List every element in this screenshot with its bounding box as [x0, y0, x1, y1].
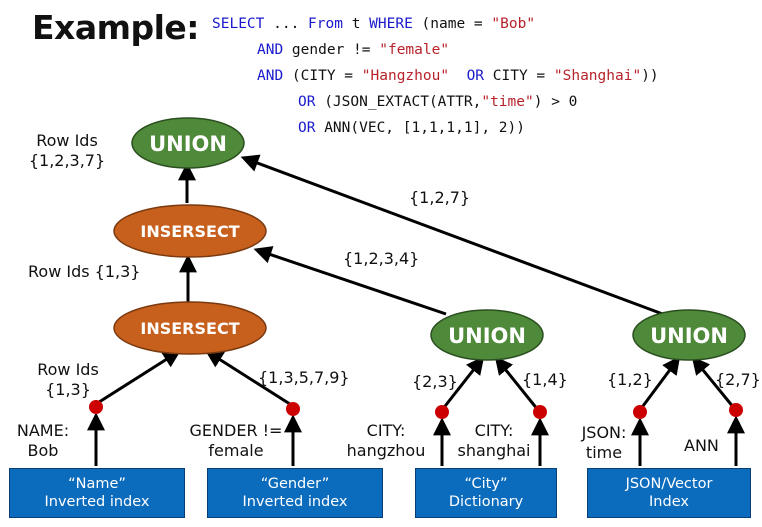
sql-keyword: OR [298, 120, 316, 136]
edge-sh-dot-to-union-city [494, 356, 540, 411]
sql-keyword: WHERE [369, 16, 413, 32]
index-box-city-line2: Dictionary [448, 494, 524, 510]
sql-text: t [342, 16, 370, 32]
sql-text: (JSON_EXTACT(ATTR, [315, 94, 482, 110]
leaf-ann-label: ANN [684, 436, 719, 455]
rowids-top-label: Row Ids {1,2,3,7} [22, 131, 112, 171]
node-union-json: UNION [632, 309, 746, 361]
node-intersect-bottom-label: INSERSECT [140, 319, 239, 338]
sql-text: (CITY = [283, 68, 362, 84]
sql-string: "Shanghai" [553, 68, 642, 84]
leaf-json-line2: time [585, 443, 623, 462]
dot-city-sh [533, 405, 547, 419]
sql-text: ANN(VEC, [1,1,1,1], 2)) [315, 120, 525, 136]
index-box-city-line1: “City” [464, 476, 508, 492]
node-union-city-label: UNION [448, 324, 526, 348]
leaf-city-hz-label: CITY: hangzhou [338, 421, 434, 461]
sql-text: ... [264, 16, 309, 32]
node-union-json-label: UNION [650, 324, 728, 348]
sql-string: "Hangzhou" [361, 68, 450, 84]
sql-text: )) [641, 68, 659, 84]
edge-hz-dot-to-union-city [440, 356, 485, 411]
sql-keyword: OR [298, 94, 316, 110]
set-label-12: {1,2} [607, 370, 653, 389]
dot-name [89, 400, 103, 414]
rowids-top-line2: {1,2,3,7} [28, 151, 106, 170]
set-label-14: {1,4} [522, 370, 568, 389]
sql-keyword: From [308, 16, 343, 32]
leaf-name-label: NAME: Bob [8, 421, 78, 461]
rowids-bottom-line1: Row Ids [37, 360, 99, 379]
sql-line-2: AND gender != "female" [257, 42, 449, 58]
dot-ann [729, 403, 743, 417]
rowids-bottom-line2: {1,3} [45, 380, 91, 399]
index-box-name: “Name” Inverted index [9, 468, 185, 518]
sql-text: gender != [283, 42, 380, 58]
example-title: Example: [32, 8, 200, 47]
dot-city-hz [435, 405, 449, 419]
set-label-13579: {1,3,5,7,9} [258, 368, 350, 387]
set-label-127-top: {1,2,7} [409, 188, 471, 207]
leaf-name-line2: Bob [27, 441, 59, 460]
leaf-gender-line2: female [208, 441, 264, 460]
sql-keyword: OR [466, 68, 485, 84]
leaf-json-label: JSON: time [574, 423, 634, 463]
edge-union-json-to-union-top [240, 154, 669, 318]
dot-gender [286, 402, 300, 416]
index-box-gender-line1: “Gender” [260, 476, 330, 492]
node-intersect-top: INSERSECT [113, 204, 267, 258]
leaf-city-sh-label: CITY: shanghai [452, 421, 536, 461]
rowids-bottom-label: Row Ids {1,3} [26, 360, 110, 400]
sql-line-5: OR ANN(VEC, [1,1,1,1], 2)) [298, 120, 525, 136]
edge-ann-dot-to-union-json [691, 356, 736, 409]
edge-name-dot-to-intersect [95, 350, 182, 406]
node-union-city: UNION [430, 309, 544, 361]
index-box-city: “City” Dictionary [415, 468, 557, 518]
sql-line-4: OR (JSON_EXTACT(ATTR,"time") > 0 [298, 94, 577, 110]
sql-text: CITY = [484, 68, 554, 84]
edge-union-city-to-intersect [253, 246, 447, 316]
leaf-gender-label: GENDER != female [182, 421, 290, 461]
sql-string: "Bob" [491, 16, 536, 32]
leaf-city-hz-line1: CITY: [366, 421, 406, 440]
index-box-name-line1: “Name” [68, 476, 126, 492]
leaf-gender-line1: GENDER != [189, 421, 283, 440]
rowids-top-line1: Row Ids [36, 131, 98, 150]
index-box-name-line2: Inverted index [44, 494, 150, 510]
index-box-gender-line2: Inverted index [242, 494, 348, 510]
set-label-23: {2,3} [412, 372, 458, 391]
sql-string: "female" [379, 42, 450, 58]
sql-string: "time" [481, 94, 534, 110]
leaf-city-sh-line2: shanghai [457, 441, 531, 460]
node-union-top-label: UNION [149, 132, 227, 156]
sql-line-1: SELECT ... From t WHERE (name = "Bob" [212, 16, 535, 32]
rowids-mid-label: Row Ids {1,3} [28, 262, 141, 281]
set-label-1234: {1,2,3,4} [343, 249, 420, 268]
edge-gender-dot-to-intersect [204, 350, 294, 408]
leaf-json-line1: JSON: [581, 423, 627, 442]
sql-keyword: SELECT [212, 16, 265, 32]
leaf-city-hz-line2: hangzhou [346, 441, 426, 460]
index-box-json-line2: Index [649, 494, 689, 510]
dot-json [633, 405, 647, 419]
sql-text: ) > 0 [533, 94, 578, 110]
sql-text: (name = [412, 16, 492, 32]
set-label-27: {2,7} [715, 370, 761, 389]
leaf-name-line1: NAME: [16, 421, 70, 440]
sql-keyword: AND [257, 68, 284, 84]
sql-keyword: AND [257, 42, 284, 58]
sql-text [449, 68, 466, 84]
leaf-city-sh-line1: CITY: [474, 421, 514, 440]
node-intersect-bottom: INSERSECT [113, 301, 267, 355]
sql-line-3: AND (CITY = "Hangzhou" OR CITY = "Shangh… [257, 68, 659, 84]
index-box-json-vector: JSON/Vector Index [587, 468, 751, 518]
node-intersect-top-label: INSERSECT [140, 222, 239, 241]
edge-json-dot-to-union-json [638, 356, 681, 411]
node-union-top: UNION [131, 117, 245, 169]
index-box-json-line1: JSON/Vector [625, 476, 713, 492]
index-box-gender: “Gender” Inverted index [207, 468, 383, 518]
